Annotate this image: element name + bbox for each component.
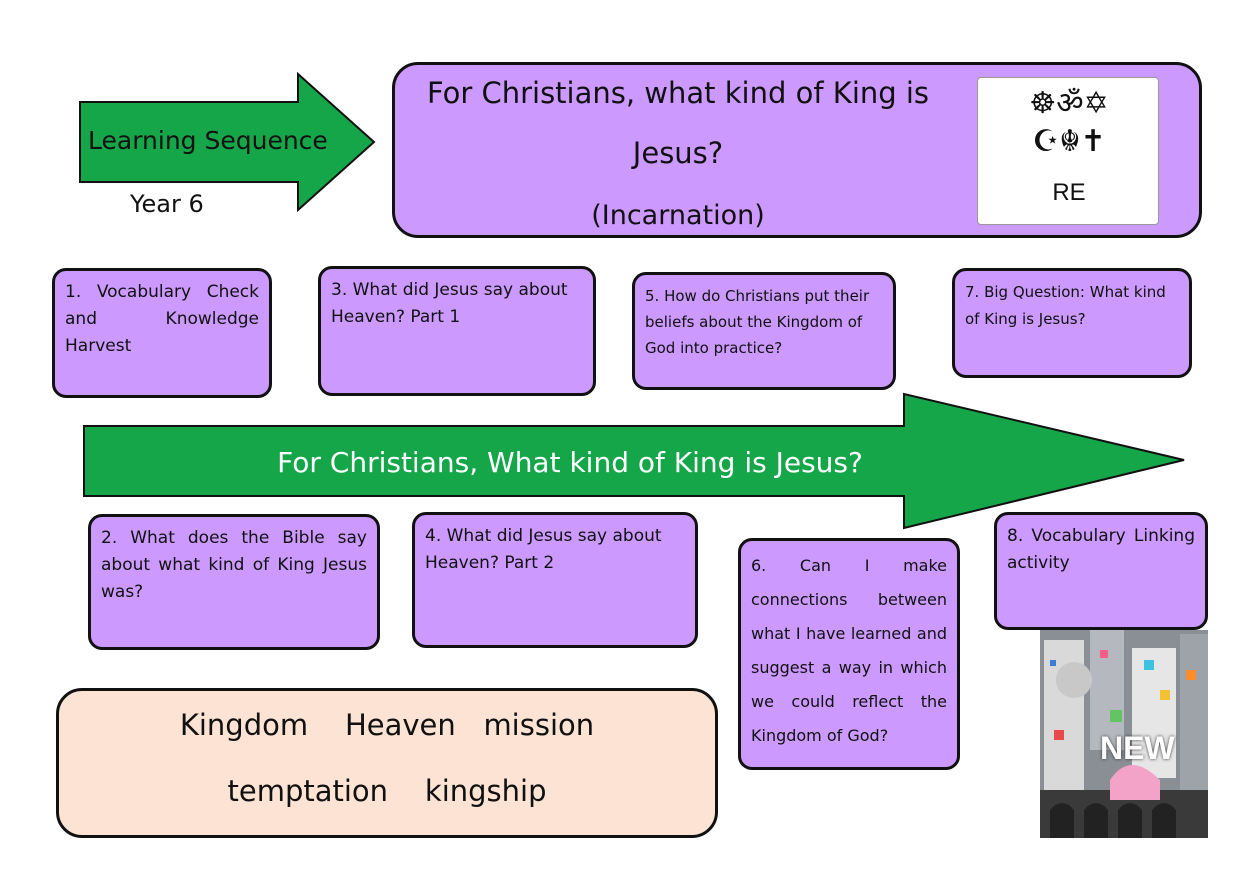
re-label: RE	[1052, 179, 1086, 206]
lesson-card-4: 4. What did Jesus say about Heaven? Part…	[412, 512, 698, 648]
lesson-card-5: 5. How do Christians put their beliefs a…	[632, 272, 896, 390]
year-label: Year 6	[130, 190, 204, 218]
poster-label: NEW	[1100, 730, 1175, 766]
learning-sequence-label: Learning Sequence	[88, 126, 328, 155]
lesson-card-2: 2. What does the Bible say about what ki…	[88, 514, 380, 650]
main-arrow-label: For Christians, What kind of King is Jes…	[277, 446, 863, 479]
learning-sequence-arrow	[79, 72, 376, 212]
lesson-card-1: 1. Vocabulary Check and Knowledge Harves…	[52, 268, 272, 398]
re-badge: ☸ॐ✡ ☪☬✝ RE	[977, 77, 1159, 225]
vocabulary-line-1: Kingdom Heaven mission	[179, 708, 595, 742]
title-box: For Christians, what kind of King is Jes…	[392, 62, 1202, 238]
title-line-2: Jesus?	[632, 136, 724, 170]
vocabulary-line-2: temptation kingship	[227, 774, 547, 808]
title-line-1: For Christians, what kind of King is	[426, 76, 930, 110]
subtitle: (Incarnation)	[591, 200, 765, 231]
faith-symbols-icon: ☪☬✝	[1032, 124, 1106, 159]
city-poster-image	[1040, 630, 1208, 838]
main-arrow	[83, 392, 1185, 530]
lesson-card-6: 6. Can I make connections between what I…	[738, 538, 960, 770]
lesson-card-7: 7. Big Question: What kind of King is Je…	[952, 268, 1192, 378]
lesson-card-3: 3. What did Jesus say about Heaven? Part…	[318, 266, 596, 396]
faith-symbols-icon: ☸ॐ✡	[1029, 86, 1109, 121]
vocabulary-box: Kingdom Heaven mission temptation kingsh…	[56, 688, 718, 838]
lesson-card-8: 8. Vocabulary Linking activity	[994, 512, 1208, 630]
